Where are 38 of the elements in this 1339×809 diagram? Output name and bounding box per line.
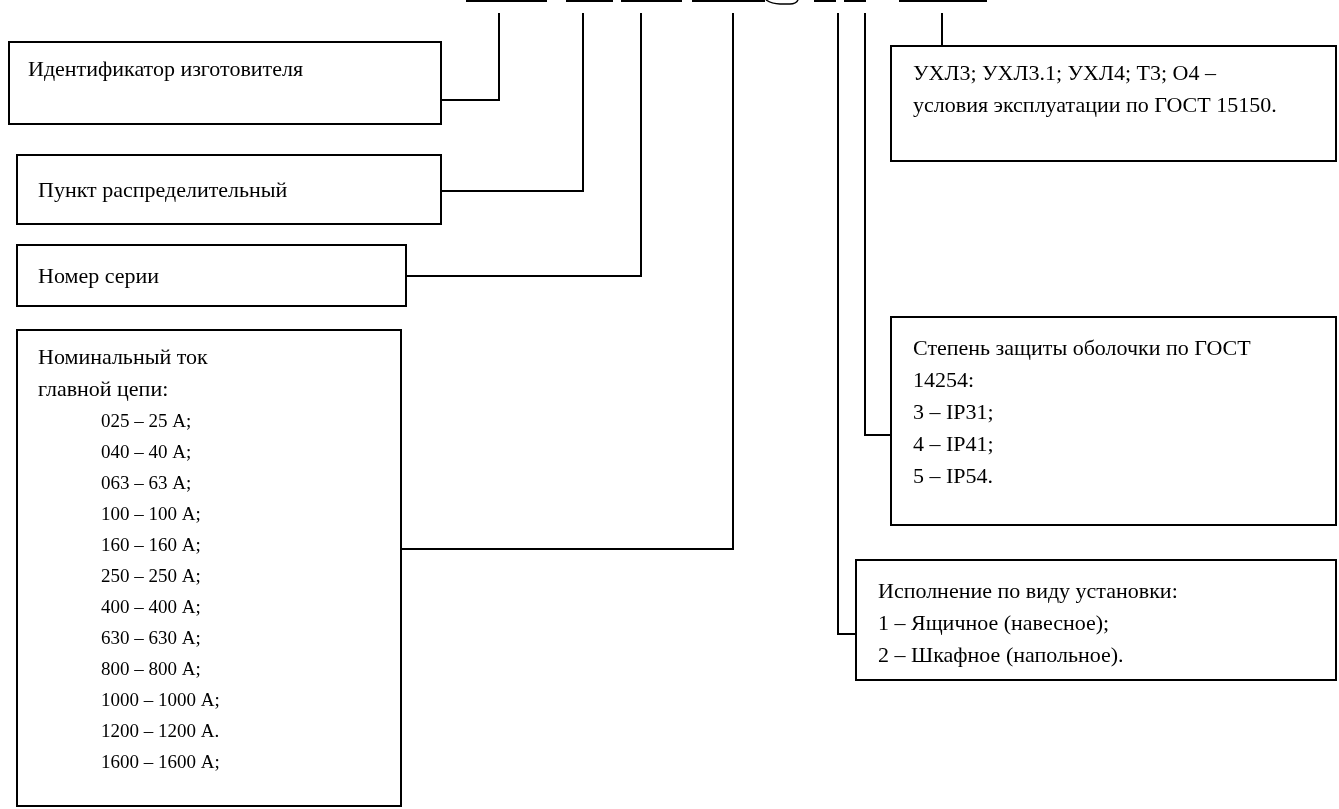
box-heading: Номер серии <box>38 262 159 290</box>
list-item: 2 – Шкафное (напольное). <box>878 641 1124 669</box>
list-item: 250 – 250 А; <box>101 564 201 588</box>
leader-line <box>941 12 943 46</box>
description-box <box>8 41 442 125</box>
list-item: 025 – 25 А; <box>101 409 192 433</box>
list-item: 1 – Ящичное (навесное); <box>878 609 1110 637</box>
list-item: 1200 – 1200 А. <box>101 719 220 743</box>
description-box <box>16 154 442 225</box>
box-heading: УХЛ3; УХЛ3.1; УХЛ4; Т3; О4 – условия эксплуатации по ГОСТ 15150. <box>913 59 1278 119</box>
list-item: 040 – 40 А; <box>101 440 192 464</box>
description-box <box>16 329 402 807</box>
description-box <box>855 559 1337 681</box>
box-heading: Исполнение по виду установки: <box>878 577 1178 605</box>
list-item: 1000 – 1000 А; <box>101 688 220 712</box>
leader-line <box>837 12 856 635</box>
box-heading: Номинальный ток главной цепи: <box>38 343 209 403</box>
description-box <box>890 45 1337 162</box>
description-box <box>16 244 407 307</box>
list-item: 160 – 160 А; <box>101 533 201 557</box>
description-box <box>890 316 1337 526</box>
leader-line <box>864 12 891 436</box>
leader-line <box>441 12 500 101</box>
box-heading: Идентификатор изготовителя <box>28 55 304 83</box>
list-item: 4 – IP41; <box>913 430 994 458</box>
box-heading: Степень защиты оболочки по ГОСТ 14254: <box>913 334 1252 394</box>
list-item: 630 – 630 А; <box>101 626 201 650</box>
leader-line <box>406 12 642 277</box>
list-item: 063 – 63 А; <box>101 471 192 495</box>
list-item: 3 – IP31; <box>913 398 994 426</box>
list-item: 800 – 800 А; <box>101 657 201 681</box>
leader-line <box>401 12 734 550</box>
list-item: 1600 – 1600 А; <box>101 750 220 774</box>
list-item: 100 – 100 А; <box>101 502 201 526</box>
list-item: 5 – IP54. <box>913 462 994 490</box>
list-item: 400 – 400 А; <box>101 595 201 619</box>
leader-line <box>441 12 584 192</box>
box-heading: Пункт распределительный <box>38 176 288 204</box>
